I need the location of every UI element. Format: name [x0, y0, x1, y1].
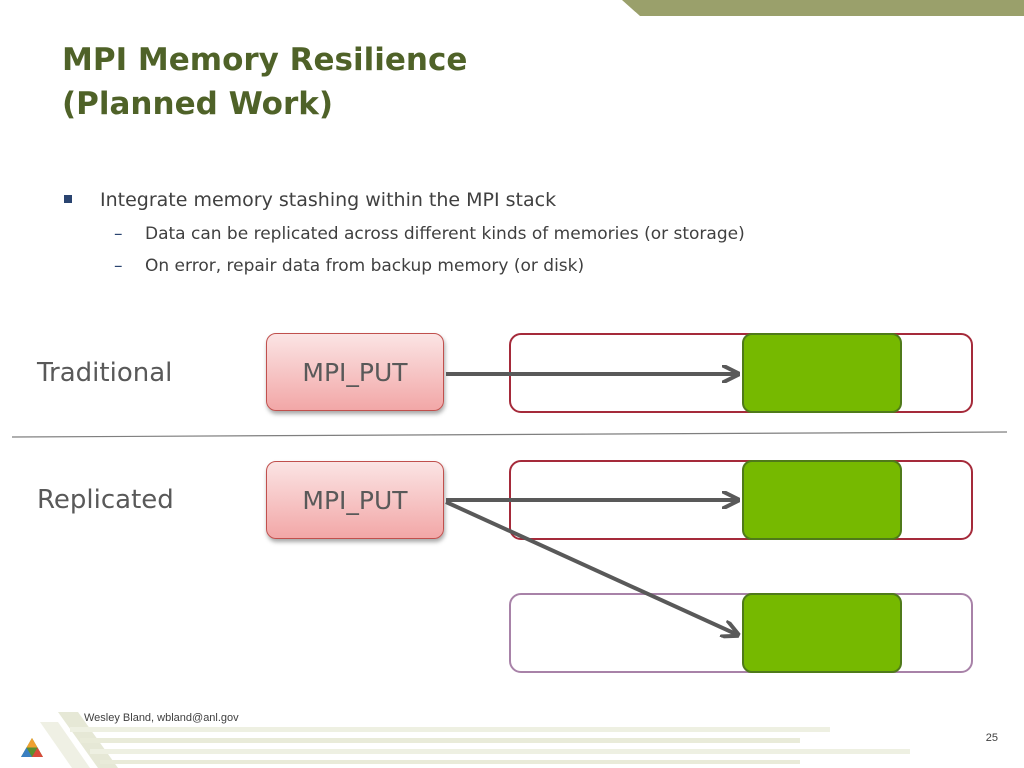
top-decoration: [622, 0, 1024, 16]
bullet-main-text: Integrate memory stashing within the MPI…: [100, 189, 557, 211]
dash-bullet-icon: –: [114, 224, 123, 244]
data-block-traditional: [742, 333, 902, 413]
title-line-2: (Planned Work): [62, 86, 334, 122]
mpi-put-traditional: MPI_PUT: [266, 333, 444, 411]
slide-title: MPI Memory Resilience (Planned Work): [62, 38, 467, 126]
page-number: 25: [985, 732, 998, 744]
bullet-main: Integrate memory stashing within the MPI…: [62, 186, 962, 214]
data-block-backup: [742, 593, 902, 673]
sub-bullet-2: – On error, repair data from backup memo…: [62, 254, 962, 278]
separator-line: [11, 431, 1008, 438]
title-line-1: MPI Memory Resilience: [62, 42, 468, 78]
sub-bullet-1: – Data can be replicated across differen…: [62, 222, 962, 246]
bullet-list: Integrate memory stashing within the MPI…: [62, 186, 962, 278]
traditional-label: Traditional: [37, 358, 173, 388]
anl-logo-icon: [21, 738, 43, 757]
memory-region-traditional: [509, 333, 973, 413]
sub-bullet-1-text: Data can be replicated across different …: [145, 224, 745, 244]
mpi-put-replicated: MPI_PUT: [266, 461, 444, 539]
memory-region-primary: [509, 460, 973, 540]
sub-bullet-2-text: On error, repair data from backup memory…: [145, 256, 585, 276]
dash-bullet-icon: –: [114, 256, 123, 276]
square-bullet-icon: [64, 195, 72, 203]
footer-author: Wesley Bland, wbland@anl.gov: [84, 712, 239, 724]
replicated-label: Replicated: [37, 485, 174, 515]
memory-region-backup: [509, 593, 973, 673]
data-block-primary: [742, 460, 902, 540]
